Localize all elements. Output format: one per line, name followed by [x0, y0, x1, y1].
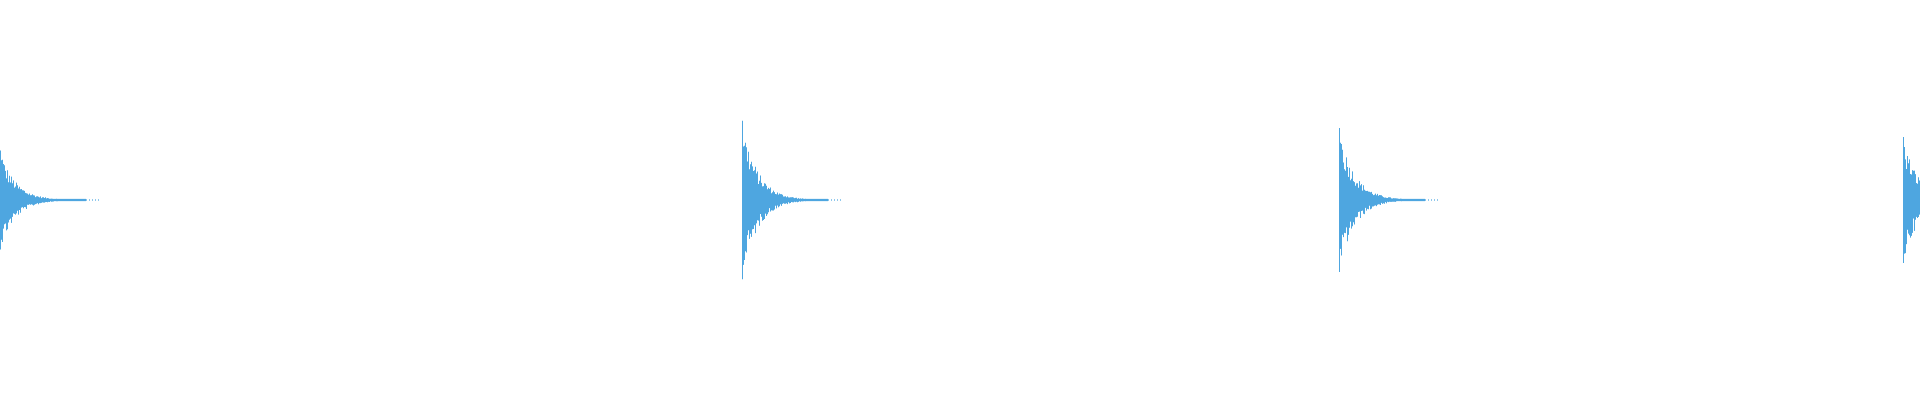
waveform-layer — [0, 120, 1920, 280]
waveform-transient-4 — [1903, 137, 1920, 263]
waveform-transient-path — [1339, 128, 1438, 272]
waveform-transient-path — [0, 150, 99, 250]
waveform-transient-path — [1903, 137, 1920, 263]
waveform-transient-path — [742, 120, 841, 280]
waveform-transient-3 — [1339, 128, 1438, 272]
waveform-transient-1 — [0, 150, 99, 250]
waveform-transient-2 — [742, 120, 841, 280]
